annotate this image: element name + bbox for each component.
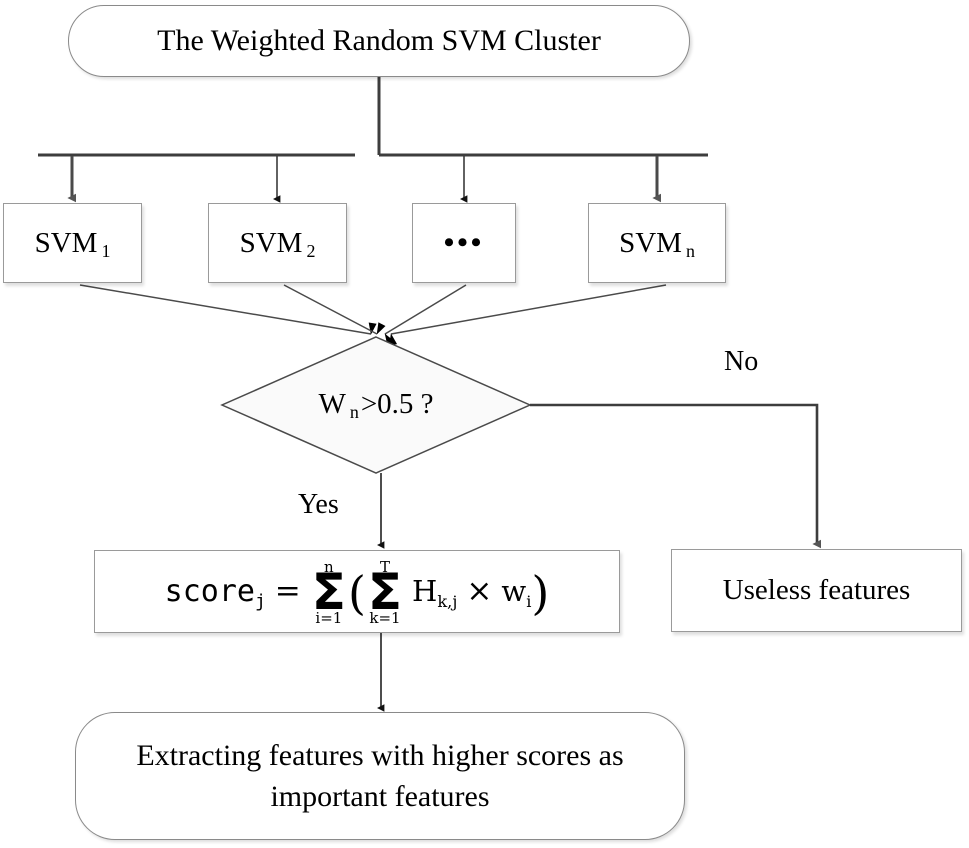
node-start-weighted-random-svm-cluster[interactable]: The Weighted Random SVM Cluster <box>68 5 690 77</box>
edge-svm-1-to-decision <box>79 284 377 335</box>
node-useless-features-label: Useless features <box>722 574 911 606</box>
formula-lhs: scorej <box>164 573 266 612</box>
formula-equals: = <box>274 573 301 609</box>
outer-sum-upper: n <box>324 557 334 576</box>
edge-label-no: No <box>724 346 759 377</box>
edge-svm-dots-to-decision <box>384 284 467 346</box>
sigma-icon-inner: Σ <box>367 562 403 621</box>
node-end-label: Extracting features with higher scores a… <box>136 735 623 818</box>
node-end-extract-important-features[interactable]: Extracting features with higher scores a… <box>75 712 685 840</box>
score-formula-expression: scorej = n Σ i=1 ( T Σ k=1 Hk,j × wi ) <box>165 559 550 625</box>
outer-sum-lower: i=1 <box>315 608 343 627</box>
formula-inner-sum: T Σ k=1 <box>367 557 403 627</box>
formula-close-paren: ) <box>531 566 550 621</box>
formula-open-paren: ( <box>347 566 366 621</box>
formula-times: × <box>466 573 493 609</box>
formula-term-h: Hk,j <box>412 574 458 611</box>
node-end-line-2: important features <box>270 780 490 813</box>
node-svm-ellipsis[interactable]: ••• <box>412 203 516 283</box>
ellipsis-icon: ••• <box>443 226 485 259</box>
node-start-label: The Weighted Random SVM Cluster <box>157 24 601 57</box>
formula-outer-sum: n Σ i=1 <box>311 557 346 627</box>
node-useless-features[interactable]: Useless features <box>671 549 962 632</box>
sigma-icon-outer: Σ <box>311 562 346 621</box>
edge-decision-no-to-useless <box>530 403 821 549</box>
edge-svm-n-to-decision <box>389 284 667 346</box>
inner-sum-lower: k=1 <box>369 608 401 627</box>
edge-svm-2-to-decision <box>283 284 386 335</box>
inner-sum-upper: T <box>379 557 390 576</box>
node-end-line-1: Extracting features with higher scores a… <box>136 738 624 772</box>
node-score-formula[interactable]: scorej = n Σ i=1 ( T Σ k=1 Hk,j × wi ) <box>94 550 620 633</box>
formula-term-w: wi <box>501 574 532 611</box>
edge-label-yes: Yes <box>298 489 339 520</box>
